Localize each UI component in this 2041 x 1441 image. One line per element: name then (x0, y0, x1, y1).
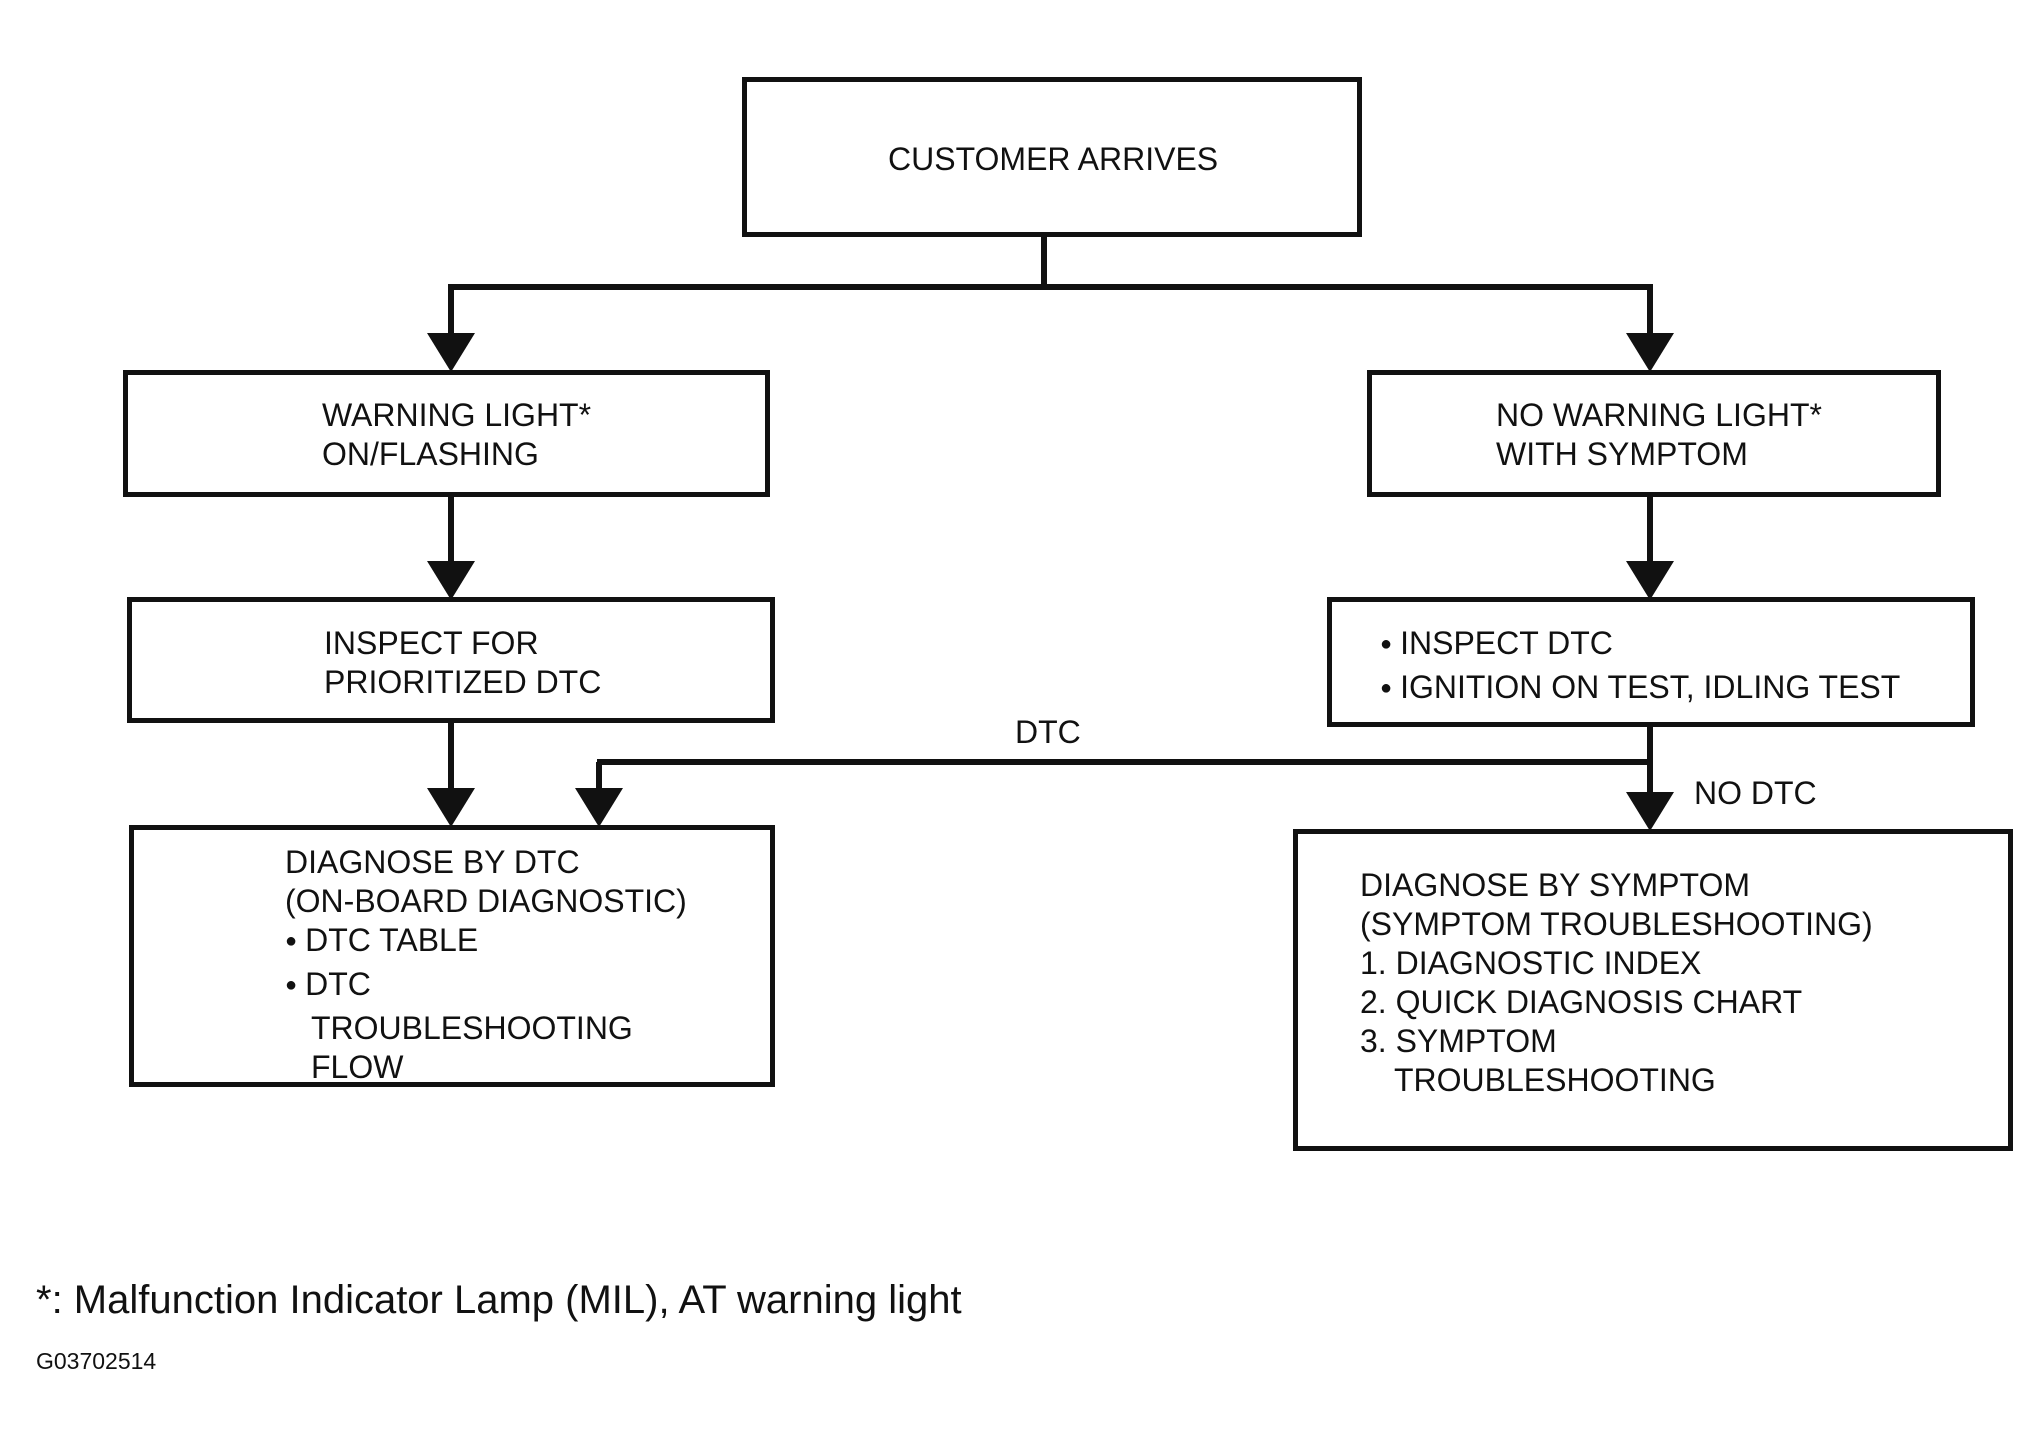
node-inspect-dtc-bullet-2: IGNITION ON TEST, IDLING TEST (1380, 668, 1900, 712)
node-inspect-prioritized-line2: PRIORITIZED DTC (324, 664, 602, 700)
node-diagnose-by-symptom (1293, 829, 2013, 1151)
node-diagnose-dtc-line1: DIAGNOSE BY DTC (285, 844, 580, 880)
node-diagnose-dtc-cont-2: FLOW (311, 1049, 404, 1085)
node-diagnose-symptom-item-3: 3. SYMPTOM (1360, 1023, 1557, 1059)
node-diagnose-dtc-bullet-2: DTC (285, 965, 687, 1009)
node-inspect-prioritized-line1: INSPECT FOR (324, 625, 539, 661)
node-warning-light-on-line1: WARNING LIGHT* (322, 397, 592, 433)
node-no-warning-light-line1: NO WARNING LIGHT* (1496, 397, 1822, 433)
arrowhead-inspect-dtc (1626, 561, 1674, 600)
node-diagnose-symptom-item-2: 2. QUICK DIAGNOSIS CHART (1360, 984, 1803, 1020)
arrowhead-diagnose-dtc (427, 788, 475, 827)
figure-id: G03702514 (36, 1348, 157, 1374)
node-diagnose-dtc-line2: (ON-BOARD DIAGNOSTIC) (285, 883, 687, 919)
arrowhead-inspect-prioritized (427, 561, 475, 600)
edge-label-dtc: DTC (1015, 714, 1081, 750)
node-customer-arrives-label: CUSTOMER ARRIVES (888, 141, 1219, 177)
node-diagnose-dtc-cont-1: TROUBLESHOOTING (311, 1010, 633, 1046)
node-inspect-prioritized-dtc (127, 597, 775, 723)
node-diagnose-symptom-line1: DIAGNOSE BY SYMPTOM (1360, 867, 1751, 903)
node-inspect-dtc-bullet-1: INSPECT DTC (1380, 624, 1900, 668)
edge-label-no-dtc: NO DTC (1694, 775, 1817, 811)
node-diagnose-symptom-line2: (SYMPTOM TROUBLESHOOTING) (1360, 906, 1873, 942)
arrowhead-warning-on (427, 333, 475, 372)
arrowhead-diagnose-symptom (1626, 792, 1674, 831)
node-customer-arrives (742, 77, 1362, 237)
node-diagnose-symptom-item-1: 1. DIAGNOSTIC INDEX (1360, 945, 1702, 981)
node-no-warning-light (1367, 370, 1941, 497)
node-diagnose-symptom-cont-1: TROUBLESHOOTING (1394, 1062, 1716, 1098)
arrowhead-no-warning (1626, 333, 1674, 372)
arrowhead-dtc-branch (575, 788, 623, 827)
node-warning-light-on-line2: ON/FLASHING (322, 436, 539, 472)
node-diagnose-dtc-bullet-1: DTC TABLE (285, 921, 687, 965)
node-warning-light-on (123, 370, 770, 497)
footnote: *: Malfunction Indicator Lamp (MIL), AT … (36, 1278, 962, 1322)
node-no-warning-light-line2: WITH SYMPTOM (1496, 436, 1748, 472)
